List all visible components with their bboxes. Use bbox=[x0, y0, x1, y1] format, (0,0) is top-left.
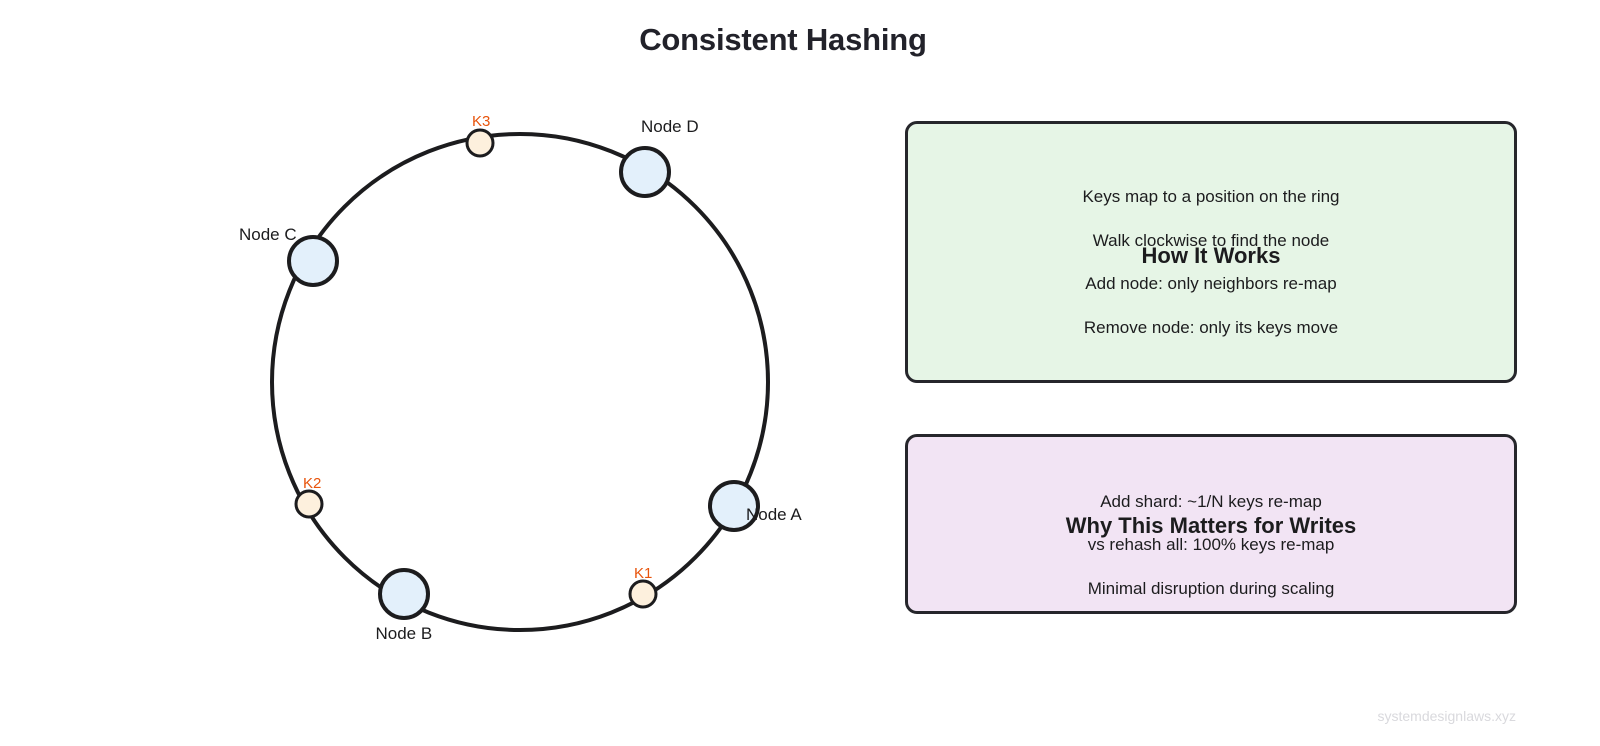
panel-how-line-3: Add node: only neighbors re-map bbox=[1085, 274, 1337, 293]
consistent-hashing-ring-diagram: Node A Node B Node C Node D K1 K2 K3 bbox=[239, 112, 802, 644]
panel-how-heading: How It Works bbox=[1141, 243, 1281, 268]
panel-how-line-4: Remove node: only its keys move bbox=[1083, 318, 1339, 337]
panel-why-heading: Why This Matters for Writes bbox=[1065, 513, 1357, 538]
node-c-label: Node C bbox=[239, 225, 297, 244]
node-b-circle[interactable] bbox=[378, 568, 430, 620]
key-circle-group bbox=[294, 128, 658, 609]
node-c-circle[interactable] bbox=[287, 235, 339, 287]
panel-how-it-works: Keys map to a position on the ring Walk … bbox=[905, 121, 1517, 383]
page-title: Consistent Hashing bbox=[639, 22, 927, 57]
panel-why-line-3: Minimal disruption during scaling bbox=[1087, 579, 1335, 598]
panel-why-line-2: vs rehash all: 100% keys re-map bbox=[1087, 535, 1335, 554]
node-a-label: Node A bbox=[746, 505, 802, 524]
node-circle-group bbox=[287, 146, 760, 620]
key-k2-label: K2 bbox=[303, 474, 322, 492]
panel-why-this-matters-content: Add shard: ~1/N keys re-map Why This Mat… bbox=[908, 437, 1514, 611]
ring-svg bbox=[270, 128, 770, 632]
panel-how-it-works-content: Keys map to a position on the ring Walk … bbox=[908, 124, 1514, 380]
node-d-label: Node D bbox=[641, 117, 699, 136]
node-a-circle[interactable] bbox=[708, 480, 760, 532]
key-k2-circle[interactable] bbox=[294, 489, 324, 519]
panel-why-this-matters: Add shard: ~1/N keys re-map Why This Mat… bbox=[905, 434, 1517, 614]
key-k3-circle[interactable] bbox=[465, 128, 495, 158]
watermark: systemdesignlaws.xyz bbox=[1377, 708, 1517, 724]
panel-how-line-1: Keys map to a position on the ring bbox=[1082, 187, 1340, 206]
hash-ring-circle bbox=[270, 132, 770, 632]
key-k1-label: K1 bbox=[634, 564, 653, 582]
key-k1-circle[interactable] bbox=[628, 579, 658, 609]
panel-how-line-2: Walk clockwise to find the node bbox=[1092, 231, 1330, 250]
node-d-circle[interactable] bbox=[619, 146, 671, 198]
node-b-label: Node B bbox=[375, 624, 433, 643]
key-k3-label: K3 bbox=[472, 112, 491, 130]
panel-why-line-1: Add shard: ~1/N keys re-map bbox=[1100, 492, 1322, 511]
